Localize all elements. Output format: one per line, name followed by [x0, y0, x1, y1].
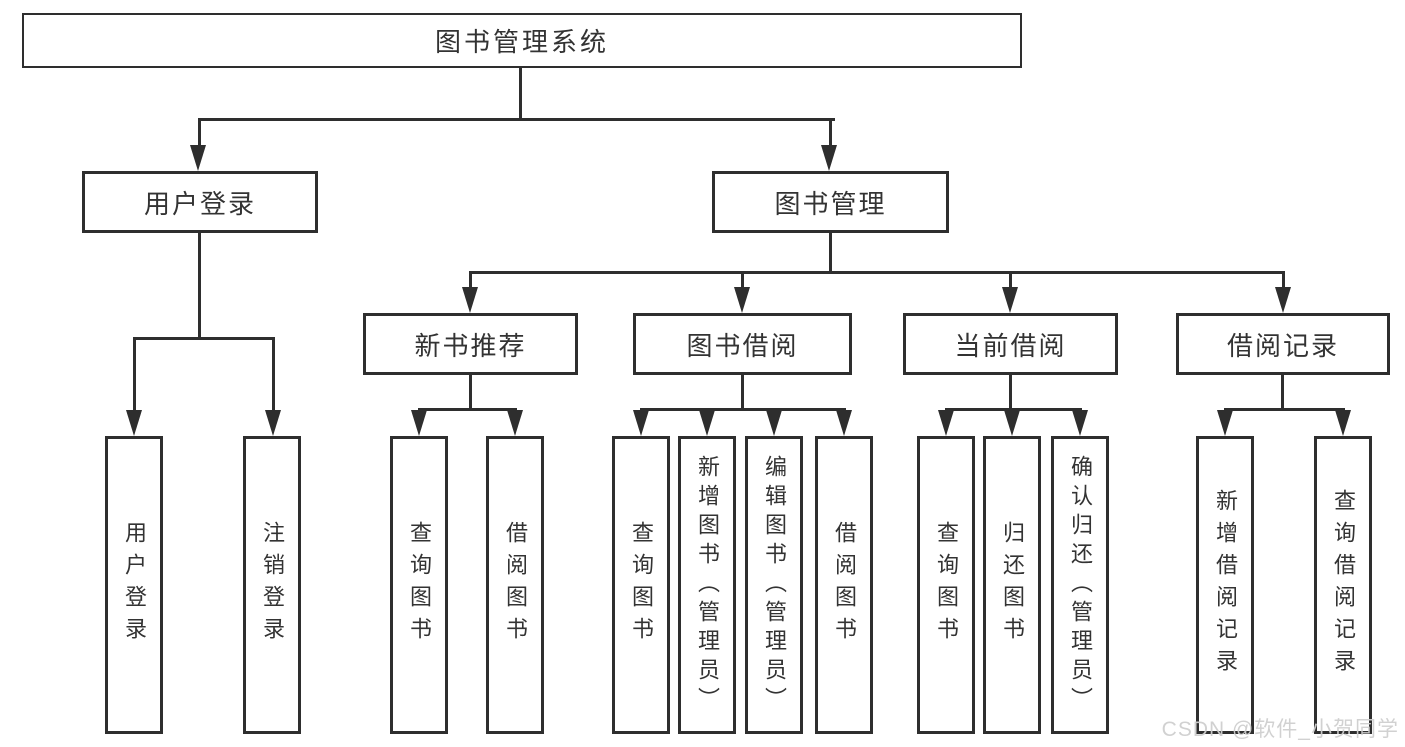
node-user-login: 用户登录 [82, 171, 318, 233]
connector-newbook-stem [469, 375, 472, 408]
arrow-down-icon [462, 287, 478, 313]
arrow-down-icon [1217, 410, 1233, 436]
node-current-borrowing-label: 当前借阅 [954, 330, 1067, 361]
arrow-down-icon [633, 410, 649, 436]
leaf-confirm-return-admin-label: 确认归还（管理员） [1068, 454, 1093, 716]
node-borrowing-records: 借阅记录 [1176, 313, 1390, 375]
connector-records-split [1224, 408, 1345, 411]
connector-userlogin-split [133, 337, 275, 340]
leaf-logout: 注销登录 [243, 436, 301, 734]
connector-root-stem [519, 68, 522, 118]
node-root-label: 图书管理系统 [434, 27, 609, 57]
arrow-down-icon [938, 410, 954, 436]
arrow-down-icon [1002, 287, 1018, 313]
connector-borrowing-split [640, 408, 846, 411]
connector-borrowing-stem [741, 375, 744, 408]
connector-bookmgmt-drop-4 [1282, 274, 1285, 290]
node-book-management-label: 图书管理 [774, 188, 887, 219]
node-book-borrowing: 图书借阅 [633, 313, 852, 375]
node-borrowing-records-label: 借阅记录 [1226, 330, 1339, 361]
connector-root-right-drop [829, 121, 832, 147]
node-user-login-label: 用户登录 [143, 188, 256, 219]
leaf-query-borrow-record: 查询借阅记录 [1314, 436, 1372, 734]
connector-bookmgmt-drop-2 [741, 274, 744, 290]
connector-newbook-split [418, 408, 517, 411]
leaf-logout-label: 注销登录 [260, 521, 285, 649]
connector-userlogin-stem [198, 233, 201, 337]
leaf-edit-book-admin: 编辑图书（管理员） [745, 436, 803, 734]
node-new-book-recommend: 新书推荐 [363, 313, 578, 375]
watermark: CSDN @软件_小贺同学 [1161, 718, 1399, 741]
node-new-book-recommend-label: 新书推荐 [414, 330, 527, 361]
leaf-query-books-current: 查询图书 [917, 436, 975, 734]
connector-root-split [198, 118, 835, 121]
leaf-borrow-books-borrowing-label: 借阅图书 [832, 521, 857, 649]
leaf-query-books-newbook-label: 查询图书 [407, 521, 432, 649]
arrow-down-icon [766, 410, 782, 436]
connector-root-left-drop [198, 121, 201, 147]
leaf-edit-book-admin-label: 编辑图书（管理员） [762, 454, 787, 716]
leaf-query-borrow-record-label: 查询借阅记录 [1331, 489, 1356, 681]
connector-bookmgmt-split [469, 271, 1285, 274]
leaf-query-books-newbook: 查询图书 [390, 436, 448, 734]
leaf-borrow-books-newbook: 借阅图书 [486, 436, 544, 734]
node-root: 图书管理系统 [22, 13, 1022, 68]
leaf-add-borrow-record-label: 新增借阅记录 [1213, 489, 1238, 681]
arrow-down-icon [265, 410, 281, 436]
connector-userlogin-drop-1 [133, 340, 136, 412]
arrow-down-icon [126, 410, 142, 436]
leaf-borrow-books-newbook-label: 借阅图书 [503, 521, 528, 649]
arrow-down-icon [699, 410, 715, 436]
arrow-down-icon [507, 410, 523, 436]
connector-bookmgmt-stem [829, 233, 832, 271]
leaf-user-login: 用户登录 [105, 436, 163, 734]
leaf-return-book-label: 归还图书 [1000, 521, 1025, 649]
node-book-management: 图书管理 [712, 171, 949, 233]
arrow-down-icon [1072, 410, 1088, 436]
connector-userlogin-drop-2 [272, 340, 275, 412]
leaf-add-borrow-record: 新增借阅记录 [1196, 436, 1254, 734]
node-book-borrowing-label: 图书借阅 [686, 330, 799, 361]
leaf-add-book-admin-label: 新增图书（管理员） [695, 454, 720, 716]
connector-bookmgmt-drop-1 [469, 274, 472, 290]
connector-current-stem [1009, 375, 1012, 408]
leaf-query-books-current-label: 查询图书 [934, 521, 959, 649]
connector-records-stem [1281, 375, 1284, 408]
leaf-user-login-label: 用户登录 [122, 521, 147, 649]
connector-bookmgmt-drop-3 [1009, 274, 1012, 290]
arrow-down-icon [1335, 410, 1351, 436]
node-current-borrowing: 当前借阅 [903, 313, 1118, 375]
arrow-down-icon [411, 410, 427, 436]
leaf-query-books-borrowing-label: 查询图书 [629, 521, 654, 649]
leaf-return-book: 归还图书 [983, 436, 1041, 734]
leaf-add-book-admin: 新增图书（管理员） [678, 436, 736, 734]
arrow-down-icon [1004, 410, 1020, 436]
arrow-down-icon [734, 287, 750, 313]
arrow-down-icon [190, 145, 206, 171]
arrow-down-icon [1275, 287, 1291, 313]
leaf-confirm-return-admin: 确认归还（管理员） [1051, 436, 1109, 734]
leaf-borrow-books-borrowing: 借阅图书 [815, 436, 873, 734]
leaf-query-books-borrowing: 查询图书 [612, 436, 670, 734]
arrow-down-icon [821, 145, 837, 171]
connector-current-split [945, 408, 1082, 411]
arrow-down-icon [836, 410, 852, 436]
